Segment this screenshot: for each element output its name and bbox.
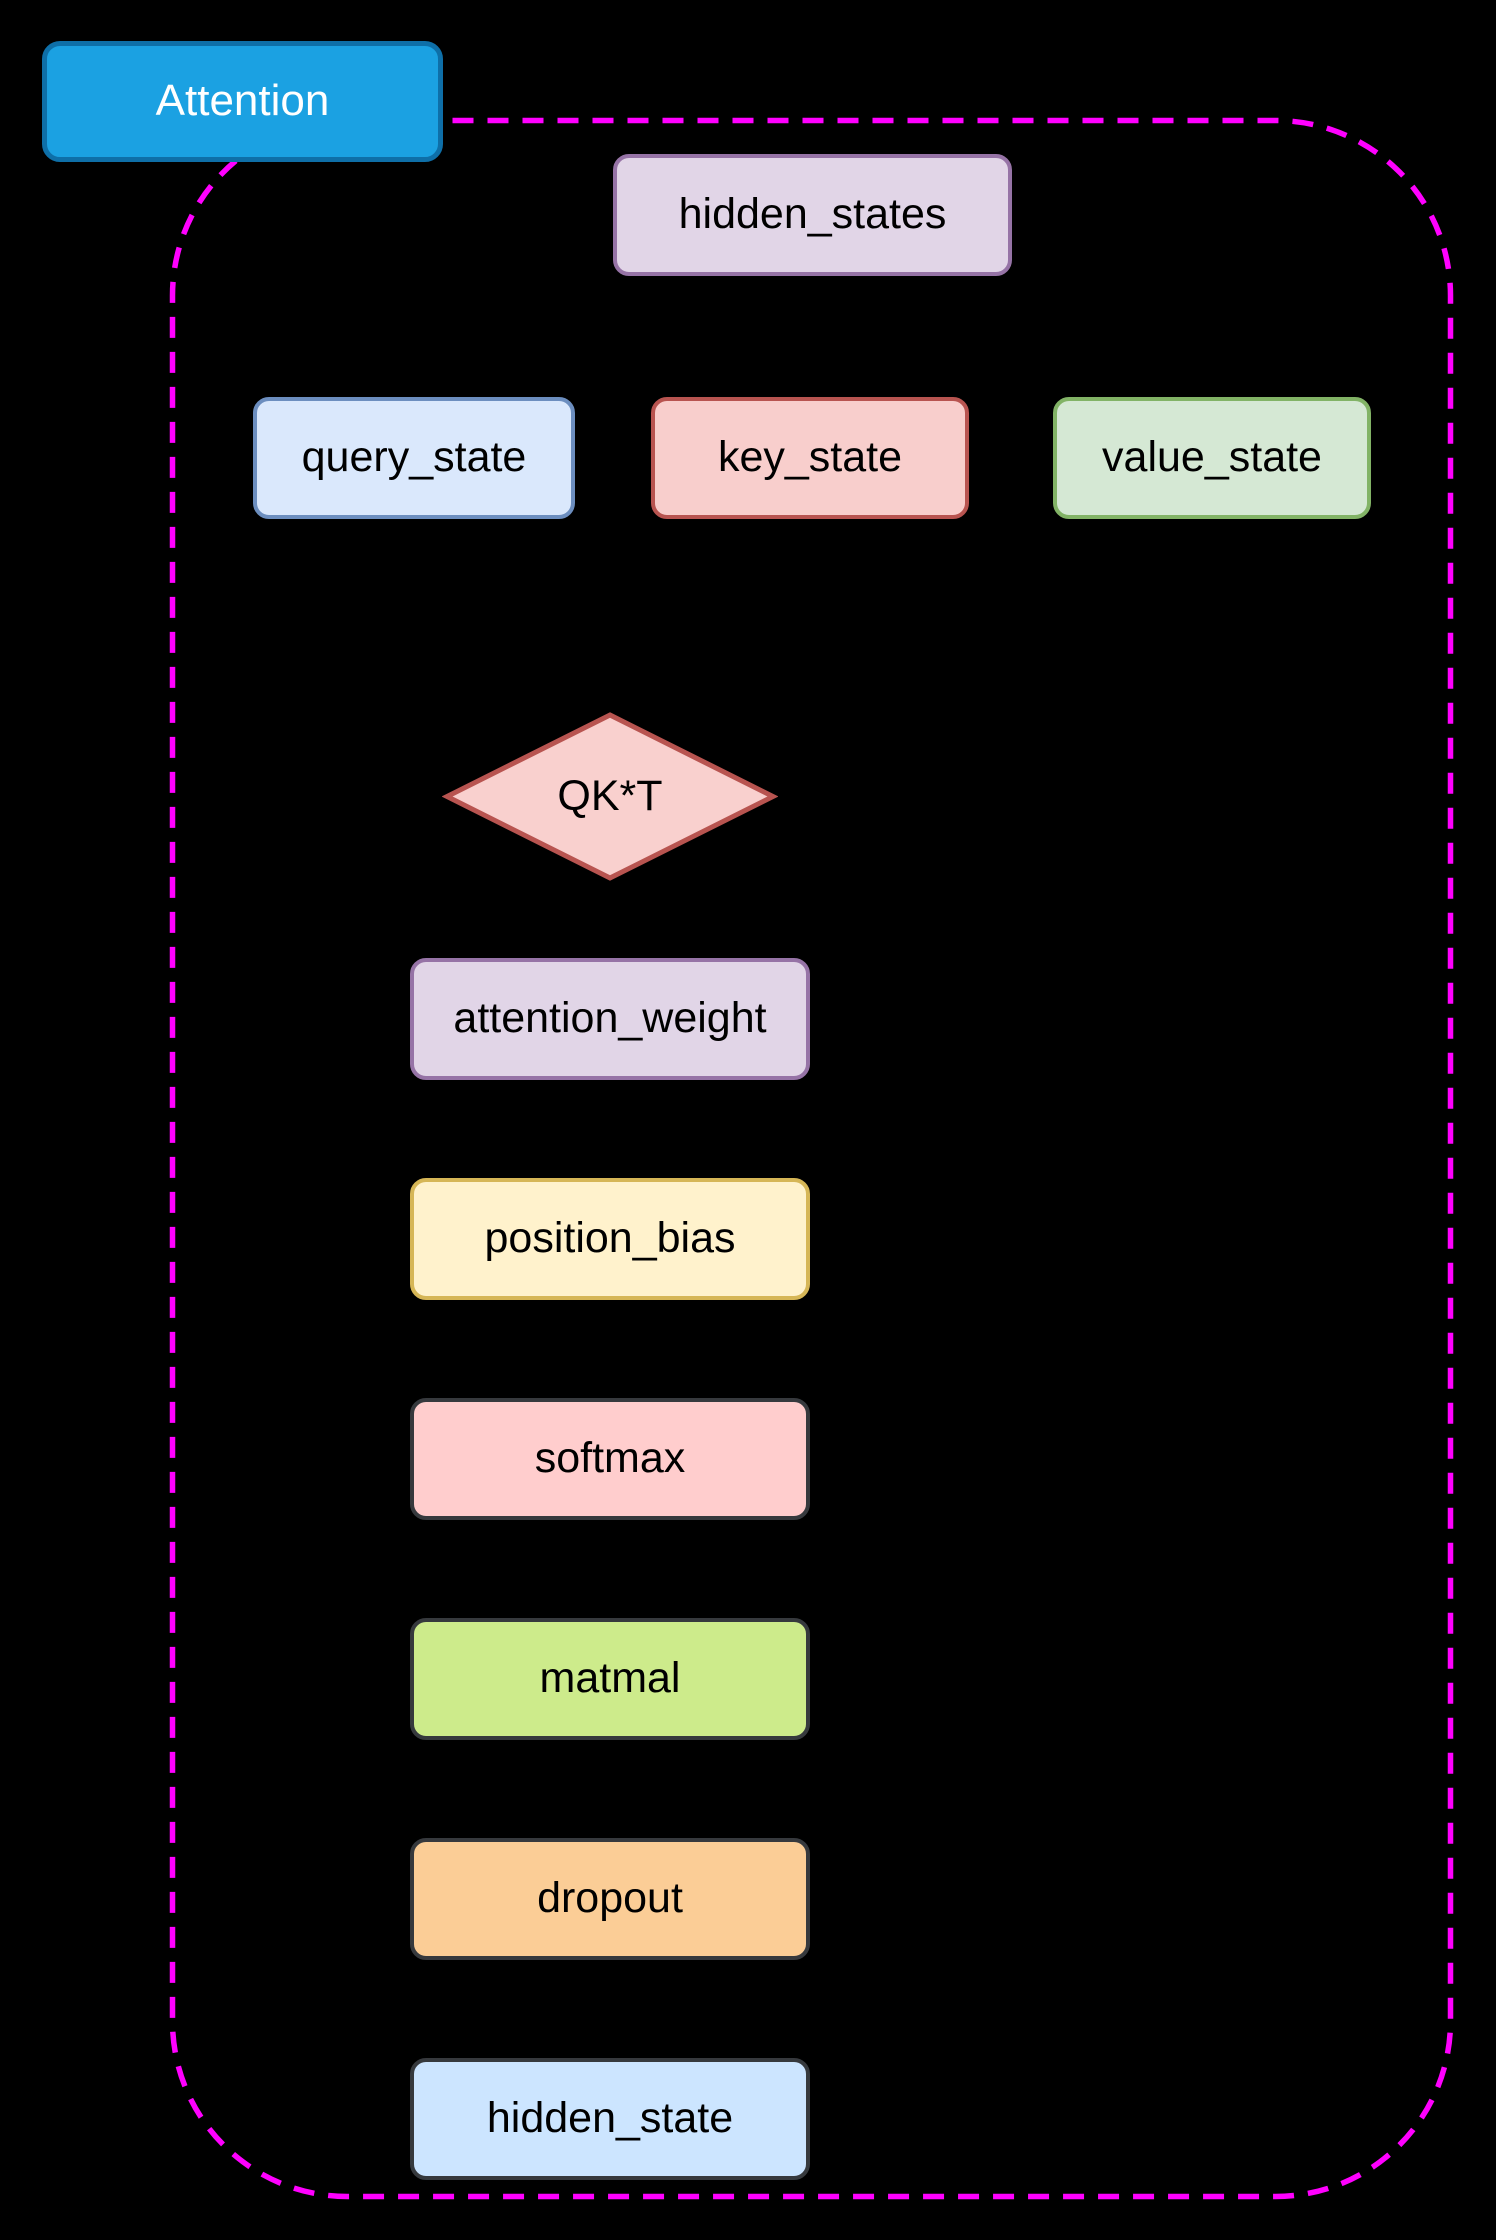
attention-group-title-label: Attention bbox=[155, 76, 330, 126]
node-hidden-states-label: hidden_states bbox=[678, 190, 947, 239]
node-matmal-label: matmal bbox=[539, 1654, 681, 1703]
node-qkt-label: QK*T bbox=[557, 772, 663, 820]
node-key-state-label: key_state bbox=[717, 433, 903, 482]
node-matmal: matmal bbox=[410, 1618, 810, 1740]
node-position-bias: position_bias bbox=[410, 1178, 810, 1300]
node-dropout-label: dropout bbox=[537, 1874, 683, 1923]
attention-group-title: Attention bbox=[42, 41, 443, 162]
node-position-bias-label: position_bias bbox=[484, 1214, 736, 1263]
node-hidden-state: hidden_state bbox=[410, 2058, 810, 2180]
node-qkt-diamond: QK*T bbox=[442, 710, 778, 883]
node-value-state: value_state bbox=[1053, 397, 1371, 519]
node-softmax: softmax bbox=[410, 1398, 810, 1520]
node-value-state-label: value_state bbox=[1102, 433, 1322, 482]
node-attention-weight-label: attention_weight bbox=[453, 994, 767, 1043]
node-key-state: key_state bbox=[651, 397, 969, 519]
node-attention-weight: attention_weight bbox=[410, 958, 810, 1080]
node-hidden-states: hidden_states bbox=[613, 154, 1012, 276]
node-hidden-state-label: hidden_state bbox=[486, 2094, 734, 2143]
node-dropout: dropout bbox=[410, 1838, 810, 1960]
node-softmax-label: softmax bbox=[534, 1434, 686, 1483]
node-query-state-label: query_state bbox=[301, 433, 527, 482]
qkt-diamond-shape bbox=[442, 712, 778, 881]
node-query-state: query_state bbox=[253, 397, 575, 519]
